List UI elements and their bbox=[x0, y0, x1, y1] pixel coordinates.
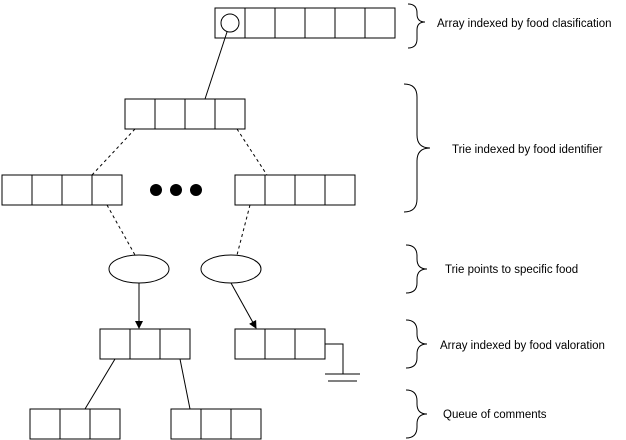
trie-root-node bbox=[124, 98, 246, 130]
null-ground-symbol bbox=[325, 343, 360, 382]
trie-branch-left bbox=[91, 128, 136, 176]
food-node-right bbox=[200, 254, 262, 284]
brace-food-classification bbox=[407, 3, 426, 49]
trie-branch-right bbox=[236, 128, 268, 176]
label-specific-food: Trie points to specific food bbox=[445, 264, 578, 276]
brace-food-valoration bbox=[405, 319, 428, 369]
comment-queue-right bbox=[170, 408, 262, 440]
trie-node-right bbox=[234, 174, 356, 206]
comment-queue-left bbox=[29, 408, 121, 440]
food-right-arrow bbox=[230, 282, 257, 329]
trie-to-food-right bbox=[236, 204, 251, 256]
brace-specific-food bbox=[405, 244, 428, 294]
food-classification-array bbox=[214, 7, 396, 39]
pointer-circle bbox=[220, 13, 240, 33]
valoration-to-queue-right bbox=[179, 358, 191, 410]
food-node-left bbox=[108, 254, 170, 284]
valoration-array-right bbox=[234, 328, 326, 360]
valoration-to-queue-left bbox=[84, 358, 116, 410]
brace-comments bbox=[405, 389, 428, 439]
trie-node-left bbox=[1, 174, 123, 206]
brace-food-identifier bbox=[403, 83, 431, 213]
trie-to-food-left bbox=[106, 204, 136, 256]
label-comments: Queue of comments bbox=[443, 409, 547, 421]
ellipsis-dots bbox=[150, 184, 202, 196]
label-food-identifier: Trie indexed by food identifier bbox=[452, 144, 603, 156]
root-connector bbox=[204, 31, 228, 100]
label-food-valoration: Array indexed by food valoration bbox=[440, 340, 605, 352]
label-food-classification: Array indexed by food clasification bbox=[437, 18, 612, 30]
valoration-array-left bbox=[99, 328, 191, 360]
